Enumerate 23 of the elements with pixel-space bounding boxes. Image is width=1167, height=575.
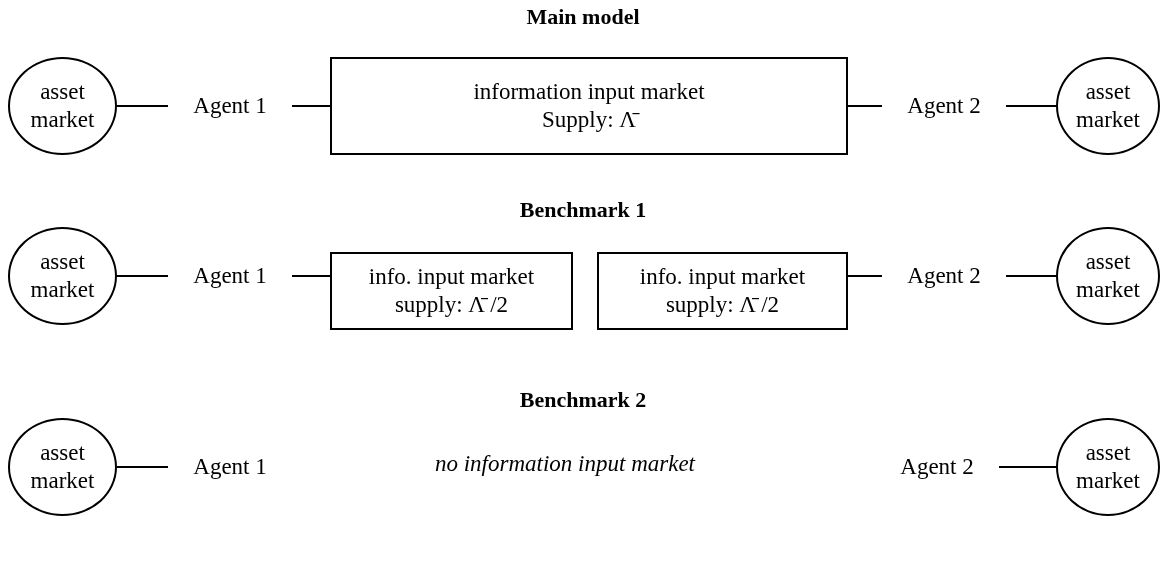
market-circle: asset market — [1056, 227, 1160, 325]
market-circle: asset market — [8, 57, 117, 155]
market-box: info. input market supply: Λ̄ /2 — [597, 252, 848, 330]
section-heading: Benchmark 2 — [519, 387, 647, 413]
connector-line — [847, 275, 883, 277]
connector-line — [116, 105, 169, 107]
market-circle: asset market — [8, 418, 117, 516]
section-heading: Main model — [526, 4, 640, 30]
connector-line — [847, 105, 883, 107]
market-circle: asset market — [1056, 57, 1160, 155]
market-circle: asset market — [8, 227, 117, 325]
market-circle: asset market — [1056, 418, 1160, 516]
connector-line — [291, 105, 331, 107]
connector-line — [1005, 275, 1057, 277]
connector-line — [116, 275, 169, 277]
connector-line — [998, 466, 1057, 468]
market-box: information input market Supply: Λ̄ — [330, 57, 848, 155]
note-text: no information input market — [435, 451, 695, 477]
connector-line — [1005, 105, 1057, 107]
market-box: info. input market supply: Λ̄ /2 — [330, 252, 573, 330]
connector-line — [291, 275, 331, 277]
connector-line — [116, 466, 169, 468]
section-heading: Benchmark 1 — [519, 197, 647, 223]
